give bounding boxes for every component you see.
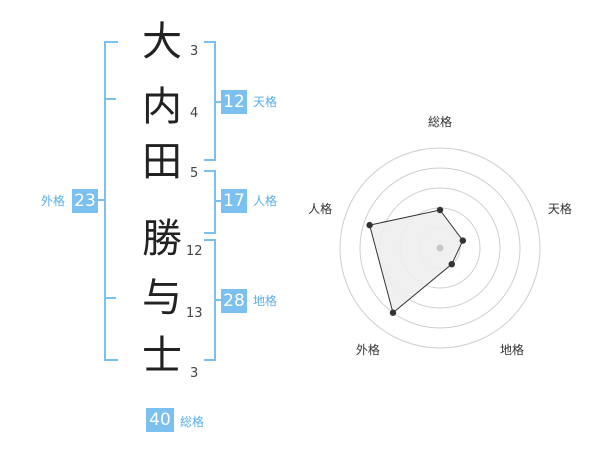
- name-char-4: 勝: [142, 216, 182, 262]
- gaikaku-tick-2: [104, 297, 116, 299]
- stroke-count-3: 5: [190, 166, 199, 181]
- name-char-5: 与: [142, 275, 182, 321]
- name-char-6: 士: [142, 333, 182, 379]
- stroke-count-4: 12: [186, 244, 203, 259]
- gaikaku-label: 外格: [41, 194, 66, 208]
- stroke-count-6: 3: [190, 366, 199, 381]
- radar-axis-label-1: 総格: [428, 114, 452, 129]
- chikaku-label: 地格: [253, 294, 278, 308]
- tenkaku-label: 天格: [253, 95, 278, 109]
- stroke-count-2: 4: [190, 106, 199, 121]
- radar-point-1: [436, 206, 444, 214]
- soukaku-value: 40: [146, 408, 174, 432]
- jinkaku-value: 17: [221, 189, 247, 213]
- radar-point-4: [389, 309, 397, 316]
- radar-point-3: [448, 260, 455, 268]
- stroke-count-5: 13: [186, 306, 203, 321]
- jinkaku-bracket: [204, 170, 216, 234]
- tenkaku-connector: [214, 101, 222, 103]
- radar-area: [369, 209, 464, 314]
- radar-point-5: [366, 221, 373, 229]
- gaikaku-tick-1: [104, 98, 116, 100]
- name-char-3: 田: [142, 139, 182, 185]
- gaikaku-bracket: [104, 41, 118, 361]
- jinkaku-connector: [214, 200, 222, 202]
- chikaku-connector: [214, 299, 222, 301]
- radar-center-dot: [436, 244, 444, 252]
- stroke-count-1: 3: [190, 44, 199, 59]
- gaikaku-connector: [97, 199, 105, 201]
- radar-point-2: [459, 237, 467, 244]
- name-char-1: 大: [142, 19, 182, 65]
- radar-axis-label-5: 人格: [308, 201, 332, 216]
- name-char-2: 内: [142, 84, 182, 130]
- radar-axis-label-3: 地格: [500, 342, 524, 357]
- radar-axis-label-4: 外格: [356, 342, 380, 357]
- jinkaku-label: 人格: [253, 194, 278, 208]
- chikaku-value: 28: [221, 289, 247, 313]
- soukaku-label: 総格: [180, 415, 205, 429]
- gaikaku-value: 23: [72, 189, 98, 213]
- radar-axis-label-2: 天格: [548, 201, 572, 216]
- tenkaku-value: 12: [221, 90, 247, 114]
